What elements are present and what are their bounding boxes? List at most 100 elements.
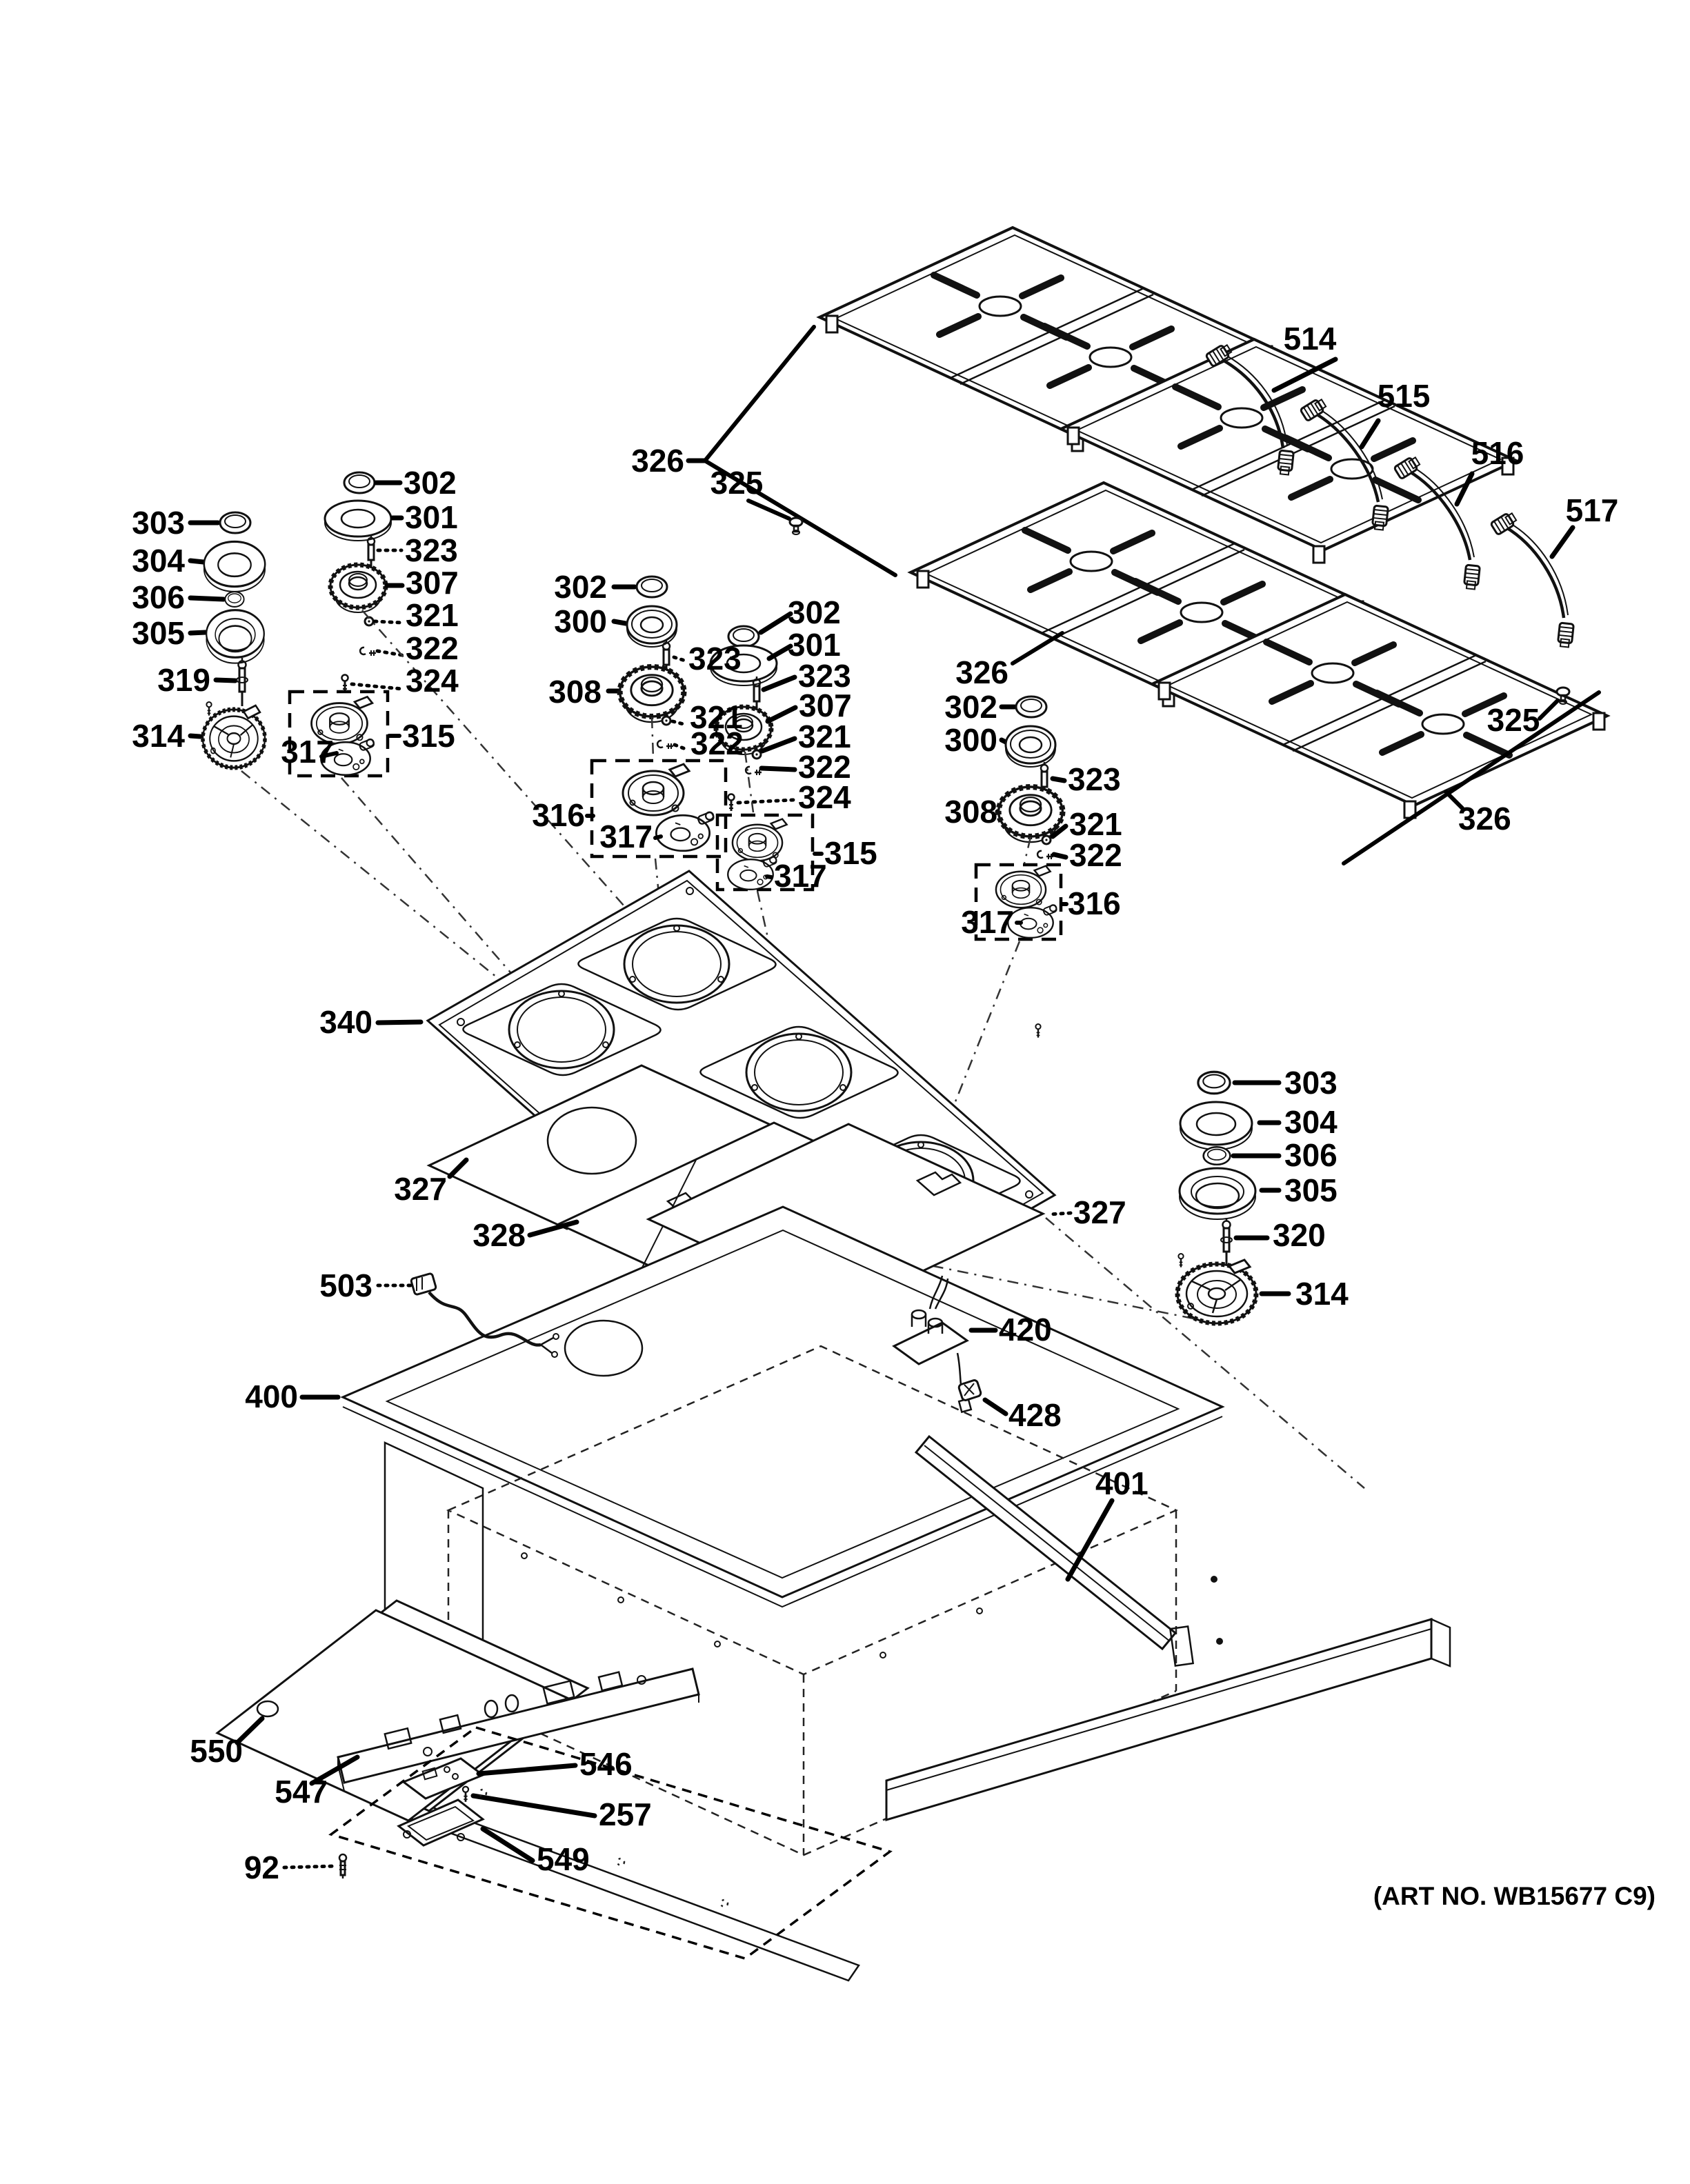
callout-321-s2: 321 [406, 597, 459, 633]
burner-head-307-s2 [330, 565, 386, 612]
burner-cap-302-s2b [635, 575, 668, 599]
callout-302-s2: 302 [404, 465, 457, 501]
burner-bowl-305-left [205, 609, 266, 665]
callout-307-s3: 307 [799, 688, 852, 723]
callout-257: 257 [599, 1796, 652, 1832]
burner-head-308-s2b [620, 667, 684, 722]
screw-324-s2 [341, 674, 349, 693]
callout-325-a: 325 [710, 465, 764, 501]
igniter-wire-516 [1393, 454, 1481, 591]
maintop-frame-400 [340, 1205, 1225, 1608]
burner-cap-303-right [1197, 1070, 1231, 1095]
control-panel-outline [328, 1726, 893, 1960]
burner-ring-300-s4 [1004, 725, 1057, 768]
screw-322-s2b [656, 739, 675, 750]
callout-306-right: 306 [1284, 1137, 1338, 1173]
callout-316-d: 316 [1068, 885, 1121, 921]
callout-327-right: 327 [1073, 1194, 1126, 1230]
burner-cap-306-left [224, 590, 245, 608]
callout-400: 400 [245, 1379, 298, 1414]
orifice-plate-317-b [655, 810, 716, 852]
front-panel [885, 1617, 1451, 1822]
callout-514: 514 [1284, 321, 1337, 357]
callout-303-right: 303 [1284, 1065, 1338, 1101]
callout-517: 517 [1566, 492, 1619, 528]
callout-340: 340 [319, 1004, 372, 1040]
callout-317-d: 317 [961, 904, 1014, 940]
callout-323-s3: 323 [798, 658, 851, 694]
orifice-plate-317-c [727, 855, 778, 891]
callout-317-a: 317 [281, 734, 334, 770]
burner-cap-302-s4 [1015, 695, 1048, 719]
callout-305-right: 305 [1284, 1172, 1338, 1208]
callout-324-s3: 324 [798, 779, 851, 815]
callout-314-left: 314 [132, 718, 185, 754]
kit-box-315b [715, 813, 815, 892]
callout-308-s4: 308 [944, 794, 997, 830]
bracket-549 [397, 1799, 485, 1847]
callout-306-left: 306 [132, 579, 185, 615]
callout-326-b: 326 [955, 654, 1008, 690]
electrode-320 [1220, 1216, 1233, 1268]
insulation-sheet-550 [215, 1599, 590, 1822]
callout-326-c: 326 [1458, 801, 1511, 836]
burner-base-315b [731, 818, 788, 862]
burner-bowl-305-right [1178, 1167, 1257, 1221]
spark-module-420 [892, 1275, 973, 1414]
callout-314-right: 314 [1295, 1276, 1349, 1312]
callout-317-b: 317 [599, 819, 653, 854]
callout-326-a: 326 [631, 443, 684, 479]
callout-321-s2b: 321 [690, 699, 743, 735]
callout-317-c: 317 [774, 858, 827, 894]
burner-base-316b [995, 865, 1051, 909]
control-board-547 [337, 1667, 700, 1792]
support-rail-401 [914, 1434, 1223, 1667]
burner-cap-303-left [219, 511, 252, 534]
callout-321-s3: 321 [798, 719, 851, 754]
callout-516: 516 [1471, 435, 1524, 471]
callout-301-s2: 301 [405, 499, 458, 535]
callout-323-s2: 323 [405, 532, 458, 568]
callout-305-left: 305 [132, 615, 185, 651]
callout-304-left: 304 [132, 543, 185, 579]
callout-302-s3: 302 [788, 594, 841, 630]
callout-323-s2b: 323 [688, 641, 742, 677]
callout-308-s2b: 308 [548, 674, 602, 710]
callout-322-s3: 322 [798, 749, 851, 785]
wire-harness-503 [410, 1272, 559, 1358]
callout-303-left: 303 [132, 505, 185, 541]
burner-ring-304-left [203, 540, 266, 593]
callout-320: 320 [1273, 1217, 1326, 1253]
burner-ring-300-s2b [626, 605, 678, 648]
callout-327-left: 327 [394, 1171, 447, 1207]
igniter-wire-514 [1204, 341, 1295, 477]
callout-515: 515 [1378, 378, 1431, 414]
art-number: (ART NO. WB15677 C9) [1373, 1882, 1656, 1910]
callout-325-b: 325 [1487, 702, 1540, 738]
kit-box-315a [288, 690, 390, 778]
callout-319: 319 [157, 662, 210, 698]
callout-322-s2: 322 [406, 630, 459, 666]
callout-302-s4: 302 [944, 689, 997, 725]
burner-base-316a [622, 763, 690, 817]
callout-324-s2: 324 [406, 663, 459, 699]
screw-257 [461, 1785, 470, 1803]
callout-321-s4: 321 [1069, 806, 1122, 842]
igniter-wire-517 [1489, 510, 1575, 649]
callout-301-s3: 301 [788, 627, 841, 663]
grate-screw-325a [788, 517, 804, 536]
burner-assembly-314-right [1177, 1260, 1256, 1323]
kit-box-316b [974, 863, 1063, 941]
callout-92: 92 [244, 1850, 279, 1885]
callout-304-right: 304 [1284, 1104, 1338, 1140]
burner-assembly-314-left [203, 705, 265, 768]
callout-307-s2: 307 [406, 565, 459, 601]
screw-321-s4 [1041, 834, 1052, 845]
clip-428 [957, 1379, 982, 1401]
screw-324-s3 [727, 793, 735, 812]
screw-322-s2 [359, 646, 377, 657]
callout-302-s2b: 302 [554, 569, 607, 605]
callout-401: 401 [1095, 1465, 1149, 1501]
